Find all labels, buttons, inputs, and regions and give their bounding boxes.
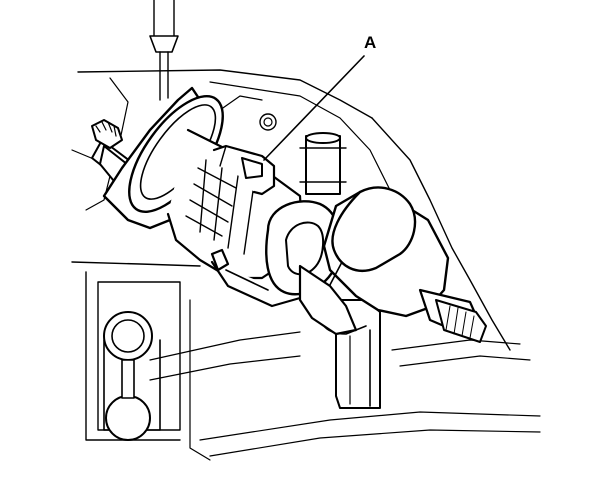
retaining-clip [212, 144, 276, 196]
outer-cv-joint [298, 186, 450, 336]
output-stub [418, 288, 487, 343]
cable-tube [149, 0, 179, 101]
lower-mount-bracket [103, 311, 161, 441]
callout-label-a: A [364, 33, 377, 52]
coolant-pipe [299, 132, 347, 195]
casting-boss [259, 113, 277, 131]
callout-leader-a [263, 55, 365, 161]
intermediate-housing [210, 200, 342, 308]
engine-casting-outline [71, 69, 541, 461]
